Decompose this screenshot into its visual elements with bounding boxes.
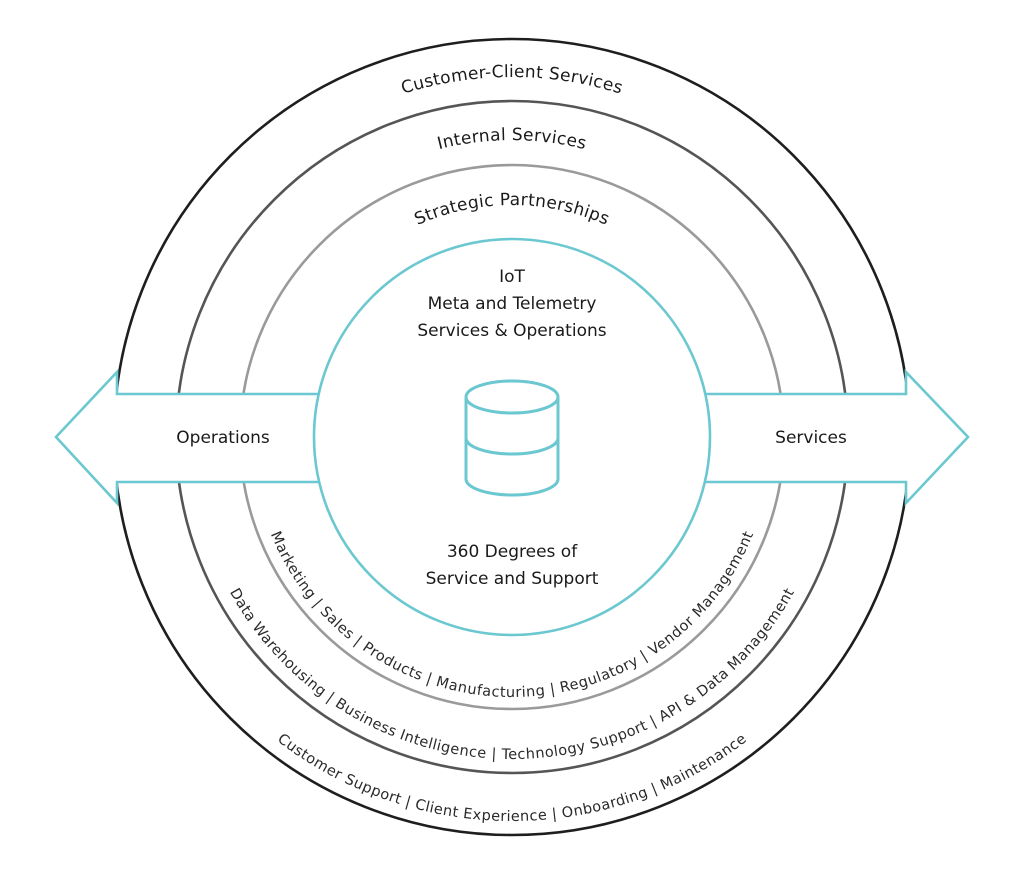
services-arrow: Services <box>692 368 970 507</box>
core-top-line-2: Meta and Telemetry <box>428 294 597 314</box>
operations-label: Operations <box>176 428 270 448</box>
left-arrow-shape <box>54 368 332 507</box>
operations-arrow: Operations <box>54 368 332 507</box>
core-top-text: IoT Meta and Telemetry Services & Operat… <box>417 267 606 341</box>
core-top-line-1: IoT <box>499 267 525 287</box>
core-bottom-line-1: 360 Degrees of <box>447 542 578 562</box>
database-icon <box>464 379 560 497</box>
right-arrow-shape <box>692 368 970 507</box>
core-bottom-text: 360 Degrees of Service and Support <box>426 542 599 589</box>
core-top-line-3: Services & Operations <box>417 321 606 341</box>
core-circle <box>312 237 712 637</box>
services-label: Services <box>775 428 847 448</box>
core-bottom-line-2: Service and Support <box>426 569 599 589</box>
